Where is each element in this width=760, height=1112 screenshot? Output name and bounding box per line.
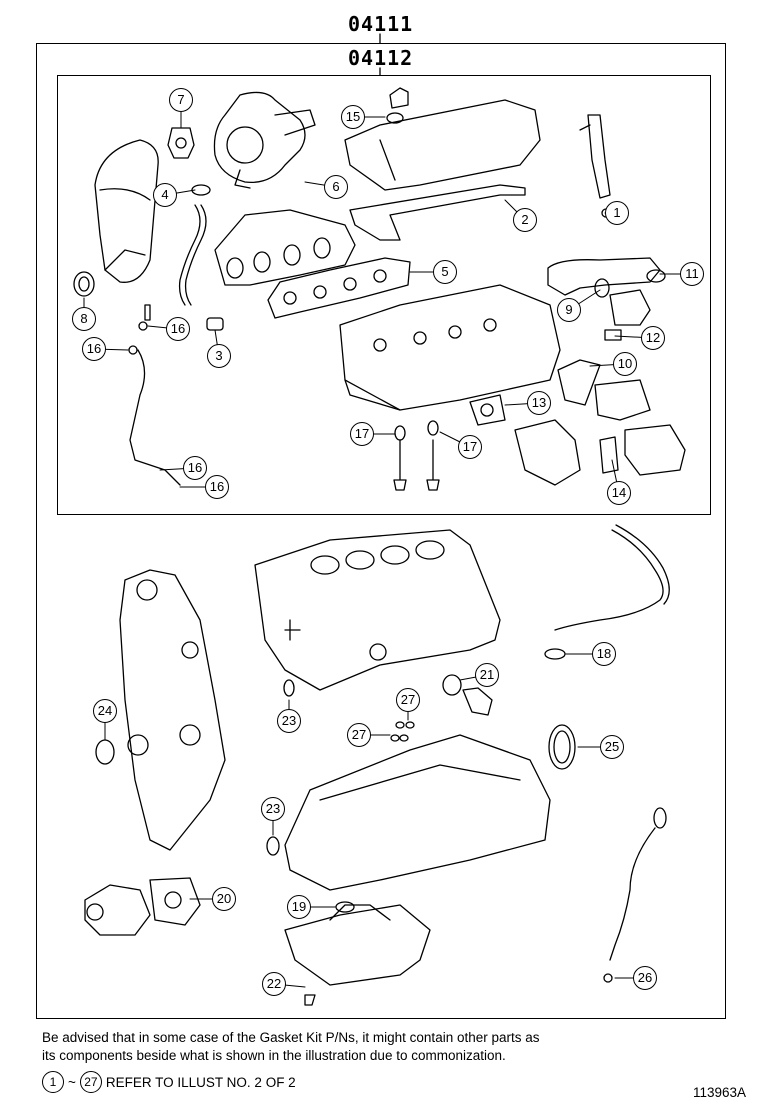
callout-12: 12 bbox=[641, 326, 665, 350]
callout-17: 17 bbox=[350, 422, 374, 446]
callout-13: 13 bbox=[527, 391, 551, 415]
oil-return-pipe-part bbox=[129, 349, 181, 486]
oil-pan-part bbox=[284, 901, 431, 1006]
crank-seal-part bbox=[73, 271, 95, 297]
catalytic-converter-part bbox=[94, 139, 159, 283]
leader-lines bbox=[83, 99, 693, 988]
callout-3: 3 bbox=[207, 344, 231, 368]
water-pump-part bbox=[84, 877, 201, 936]
callout-15: 15 bbox=[341, 105, 365, 129]
turbo-gasket-part bbox=[167, 127, 195, 159]
egr-pipe-part bbox=[547, 257, 666, 341]
oil-feed-pipe-part bbox=[178, 204, 201, 306]
callout-23: 23 bbox=[277, 709, 301, 733]
exhaust-manifold-part bbox=[214, 209, 356, 286]
callout-25: 25 bbox=[600, 735, 624, 759]
cylinder-block-part bbox=[254, 529, 501, 691]
callout-27: 27 bbox=[347, 723, 371, 747]
callout-21: 21 bbox=[475, 663, 499, 687]
turbocharger-part bbox=[213, 91, 316, 189]
reference-note: 1 ~ 27 REFER TO ILLUST NO. 2 OF 2 bbox=[42, 1071, 296, 1093]
front-seal-part bbox=[95, 739, 115, 765]
inner-kit-code: 04112 bbox=[348, 46, 414, 70]
cylinder-head-cover-part bbox=[344, 87, 541, 191]
oil-dipstick-part bbox=[603, 807, 667, 983]
reference-tilde: ~ bbox=[68, 1074, 76, 1090]
callout-16: 16 bbox=[82, 337, 106, 361]
intake-exhaust-valves-part bbox=[393, 420, 440, 491]
callout-14: 14 bbox=[607, 481, 631, 505]
callout-16: 16 bbox=[183, 456, 207, 480]
callout-20: 20 bbox=[212, 887, 236, 911]
rear-oil-seal-part bbox=[548, 724, 576, 770]
reference-to-number: 27 bbox=[79, 1071, 102, 1093]
reference-text: REFER TO ILLUST NO. 2 OF 2 bbox=[105, 1074, 296, 1090]
note-line-1: Be advised that in some case of the Gask… bbox=[42, 1030, 540, 1045]
callout-26: 26 bbox=[633, 966, 657, 990]
reference-from-number: 1 bbox=[42, 1071, 64, 1093]
callout-7: 7 bbox=[169, 88, 193, 112]
callout-22: 22 bbox=[262, 972, 286, 996]
callout-10: 10 bbox=[613, 352, 637, 376]
oil-seal-part bbox=[442, 674, 462, 696]
callout-24: 24 bbox=[93, 699, 117, 723]
callout-16: 16 bbox=[205, 475, 229, 499]
o-ring-part bbox=[283, 679, 295, 697]
cylinder-head-part bbox=[339, 284, 561, 411]
callout-18: 18 bbox=[592, 642, 616, 666]
outer-kit-frame bbox=[36, 43, 726, 1019]
callout-6: 6 bbox=[324, 175, 348, 199]
callout-16: 16 bbox=[166, 317, 190, 341]
callout-8: 8 bbox=[72, 307, 96, 331]
gauge-guide-part bbox=[554, 529, 664, 631]
callout-2: 2 bbox=[513, 208, 537, 232]
callout-5: 5 bbox=[433, 260, 457, 284]
callout-4: 4 bbox=[153, 183, 177, 207]
outer-kit-code: 04111 bbox=[348, 12, 414, 36]
callout-11: 11 bbox=[680, 262, 704, 286]
illustration-id: 113963A bbox=[692, 1085, 746, 1100]
callout-17: 17 bbox=[458, 435, 482, 459]
callout-19: 19 bbox=[287, 895, 311, 919]
egr-cooler-part bbox=[469, 359, 686, 486]
callout-1: 1 bbox=[605, 201, 629, 225]
inner-kit-frame bbox=[57, 75, 711, 515]
callout-9: 9 bbox=[557, 298, 581, 322]
head-cover-gasket-part bbox=[349, 184, 526, 241]
timing-cover-part bbox=[119, 569, 226, 851]
callout-27: 27 bbox=[396, 688, 420, 712]
callout-23: 23 bbox=[261, 797, 285, 821]
injector-part bbox=[579, 114, 611, 218]
note-line-2: its components beside what is shown in t… bbox=[42, 1048, 506, 1063]
lower-crankcase-part bbox=[284, 734, 551, 891]
exhaust-manifold-gasket-part bbox=[267, 257, 411, 319]
